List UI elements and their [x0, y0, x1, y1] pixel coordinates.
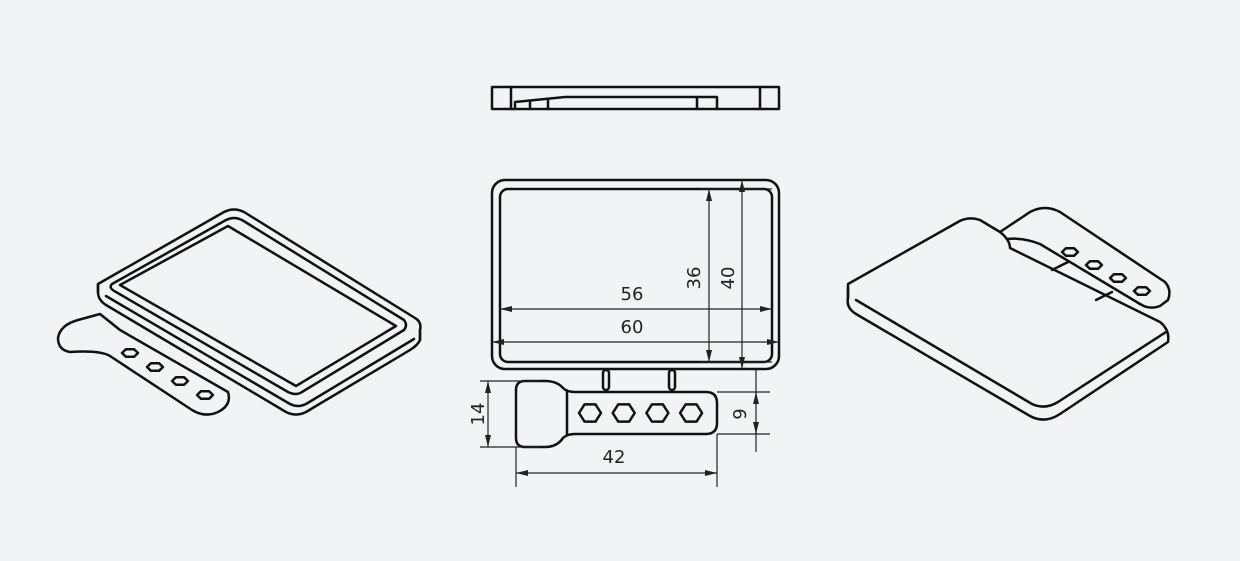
dim-9-label: 9: [730, 408, 751, 419]
hex-hole: [1132, 285, 1152, 297]
dim-60-label: 60: [621, 317, 644, 338]
hex-hole: [1060, 246, 1080, 258]
hex-hole: [145, 361, 165, 373]
dim-42-label: 42: [603, 447, 626, 468]
hex-hole: [120, 347, 140, 359]
hex-holes: [577, 403, 704, 423]
hex-hole: [195, 389, 215, 401]
hex-hole: [577, 403, 603, 423]
hex-hole: [611, 403, 636, 423]
dim-36-label: 36: [684, 267, 705, 290]
tab: [514, 379, 719, 449]
hex-holes-right: [1060, 246, 1152, 297]
dim-40-label: 40: [718, 267, 739, 290]
hex-hole: [645, 403, 670, 423]
front-view: [490, 178, 781, 449]
isometric-left: [56, 208, 422, 416]
hex-hole: [170, 375, 190, 387]
dim-14-label: 14: [468, 403, 489, 426]
hex-hole: [1108, 272, 1128, 284]
isometric-right: [846, 206, 1171, 421]
dimensions: 56 60 36 40 14 9 42: [468, 180, 779, 487]
hex-hole: [678, 403, 704, 423]
top-view: [490, 85, 781, 111]
dim-56-label: 56: [621, 284, 644, 305]
pins: [601, 368, 677, 392]
hex-hole: [1084, 259, 1104, 271]
hex-holes-left: [120, 347, 215, 401]
